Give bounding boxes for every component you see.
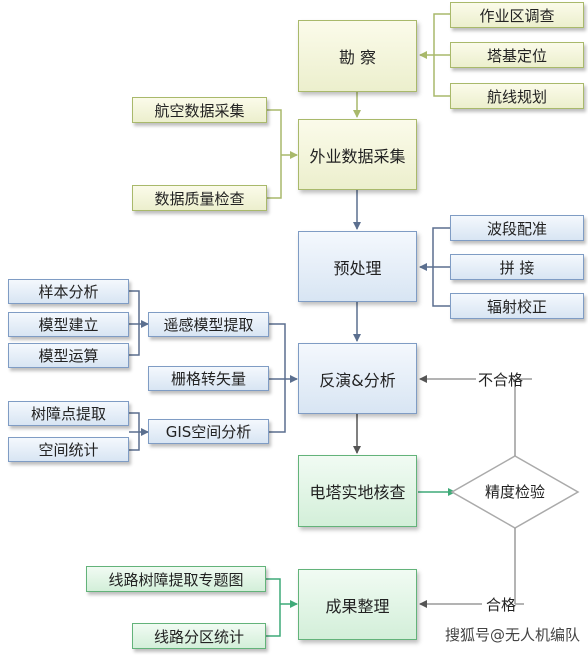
results-input-box: 线路分区统计 (132, 623, 266, 649)
rs-method-box: 模型建立 (8, 312, 129, 337)
survey-input-box: 塔基定位 (450, 42, 584, 68)
preprocess-bracket (419, 227, 450, 307)
watermark-text: 搜狐号@无人机编队 (444, 626, 580, 644)
collection-input-box: 航空数据采集 (132, 97, 267, 123)
rs-method-box: 模型运算 (8, 343, 129, 368)
gis-method-box: 树障点提取 (8, 401, 129, 426)
fail-label: 不合格 (478, 371, 524, 389)
gis-method-box: 空间统计 (8, 437, 129, 462)
raster-vector-box: 栅格转矢量 (148, 366, 269, 391)
preprocess-input-box: 波段配准 (450, 215, 584, 241)
rs-group-bracket (129, 290, 149, 356)
preprocess-input-box: 拼 接 (450, 254, 584, 280)
fail-loop (419, 375, 532, 456)
rs-method-box: 样本分析 (8, 279, 129, 304)
tower-check-box: 电塔实地核查 (298, 455, 417, 527)
inversion-box: 反演&分析 (298, 343, 417, 414)
analysis-bracket (269, 323, 298, 433)
collection-bracket (267, 109, 298, 199)
field-collection-box: 外业数据采集 (298, 119, 417, 190)
results-input-box: 线路树障提取专题图 (86, 566, 266, 592)
preprocess-box: 预处理 (298, 231, 417, 302)
preprocess-input-box: 辐射校正 (450, 293, 584, 319)
rs-extract-box: 遥感模型提取 (148, 312, 269, 337)
gis-analysis-box: GIS空间分析 (148, 419, 269, 444)
survey-input-box: 航线规划 (450, 83, 584, 109)
decision-label: 精度检验 (484, 483, 545, 501)
survey-box: 勘 察 (298, 20, 417, 92)
gis-group-bracket (129, 412, 149, 451)
pass-label: 合格 (486, 596, 517, 614)
survey-input-box: 作业区调查 (450, 2, 584, 28)
survey-bracket (419, 13, 450, 97)
pass-path (419, 528, 524, 608)
results-box: 成果整理 (298, 569, 417, 640)
collection-input-box: 数据质量检查 (132, 185, 267, 211)
results-bracket (266, 578, 298, 637)
